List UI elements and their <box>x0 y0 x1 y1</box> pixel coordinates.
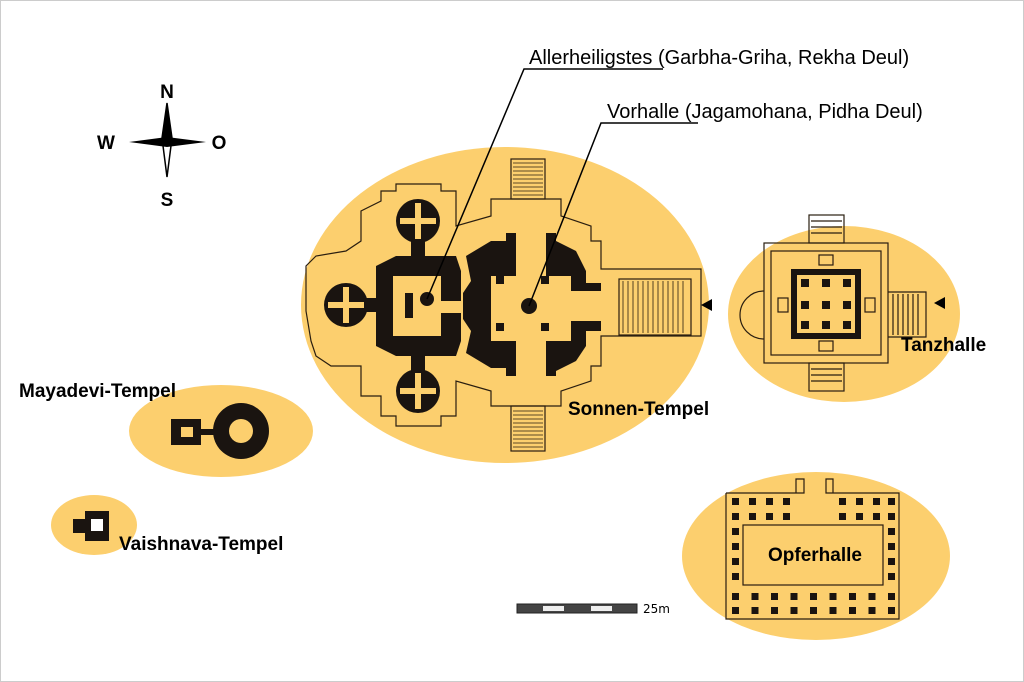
sun-temple-plan <box>305 158 702 452</box>
pillar <box>771 593 778 600</box>
pillar <box>732 573 739 580</box>
mayadevi-label: Mayadevi-Tempel <box>19 381 176 402</box>
pillar <box>783 498 790 505</box>
porch-leader-line <box>528 122 698 307</box>
mayadevi-plan <box>171 403 269 459</box>
pillar <box>790 593 798 600</box>
compass-south: S <box>161 190 174 211</box>
pillar <box>751 607 759 614</box>
vaishnava-label: Vaishnava-Tempel <box>119 534 283 555</box>
shrine-openings <box>328 203 436 409</box>
pillar <box>829 593 837 600</box>
pillar <box>888 528 895 535</box>
pillar <box>839 498 846 505</box>
pillar <box>732 498 739 505</box>
pillar <box>732 543 739 550</box>
pillar <box>856 513 863 520</box>
pillar <box>749 513 756 520</box>
dance-hall-label: Tanzhalle <box>901 335 986 356</box>
pillar <box>732 528 739 535</box>
pillar <box>790 607 798 614</box>
pillar <box>849 607 856 614</box>
pillar <box>888 573 895 580</box>
pillar <box>888 558 895 565</box>
pillar <box>873 513 880 520</box>
pillar <box>751 593 759 600</box>
pillar <box>868 607 876 614</box>
dance-hall-entrance-arrow-icon <box>934 297 945 309</box>
pillar <box>732 593 739 600</box>
compass-west: W <box>97 133 115 154</box>
porch-annotation: Vorhalle (Jagamohana, Pidha Deul) <box>607 101 923 123</box>
offering-hall-label: Opferhalle <box>768 545 862 566</box>
pillar <box>766 513 773 520</box>
compass-east: O <box>212 133 227 154</box>
pillar <box>856 498 863 505</box>
pillar <box>888 513 895 520</box>
compass-north: N <box>160 82 174 103</box>
pillar <box>868 593 876 600</box>
sanctum-annotation: Allerheiligstes (Garbha-Griha, Rekha Deu… <box>529 47 909 69</box>
offering-hall-pillars <box>732 498 895 614</box>
sun-temple-label: Sonnen-Tempel <box>568 399 709 420</box>
sanctum-leader-line <box>426 68 663 300</box>
pillar <box>732 607 739 614</box>
dance-hall-plan <box>739 214 927 392</box>
stairs <box>513 162 684 448</box>
pillar <box>810 607 817 614</box>
pillar <box>873 498 880 505</box>
scale-bar: 25m <box>516 602 670 616</box>
compass-rose-icon: N S W O <box>97 82 226 211</box>
pillar <box>810 593 817 600</box>
pillar <box>749 498 756 505</box>
pillar <box>888 543 895 550</box>
pillar <box>783 513 790 520</box>
pillar <box>839 513 846 520</box>
porch-pillars <box>496 276 549 331</box>
entrance-arrow-icon <box>701 299 712 311</box>
pillar <box>849 593 856 600</box>
pillar <box>766 498 773 505</box>
scale-label: 25m <box>643 602 670 616</box>
offering-hall-plan <box>725 478 900 620</box>
pillar <box>771 607 778 614</box>
pillar <box>732 558 739 565</box>
dance-hall-pillars <box>801 279 851 329</box>
pillar <box>888 593 895 600</box>
vaishnava-plan <box>73 511 109 541</box>
pillar <box>888 498 895 505</box>
pillar <box>888 607 895 614</box>
pillar <box>829 607 837 614</box>
pillar <box>732 513 739 520</box>
